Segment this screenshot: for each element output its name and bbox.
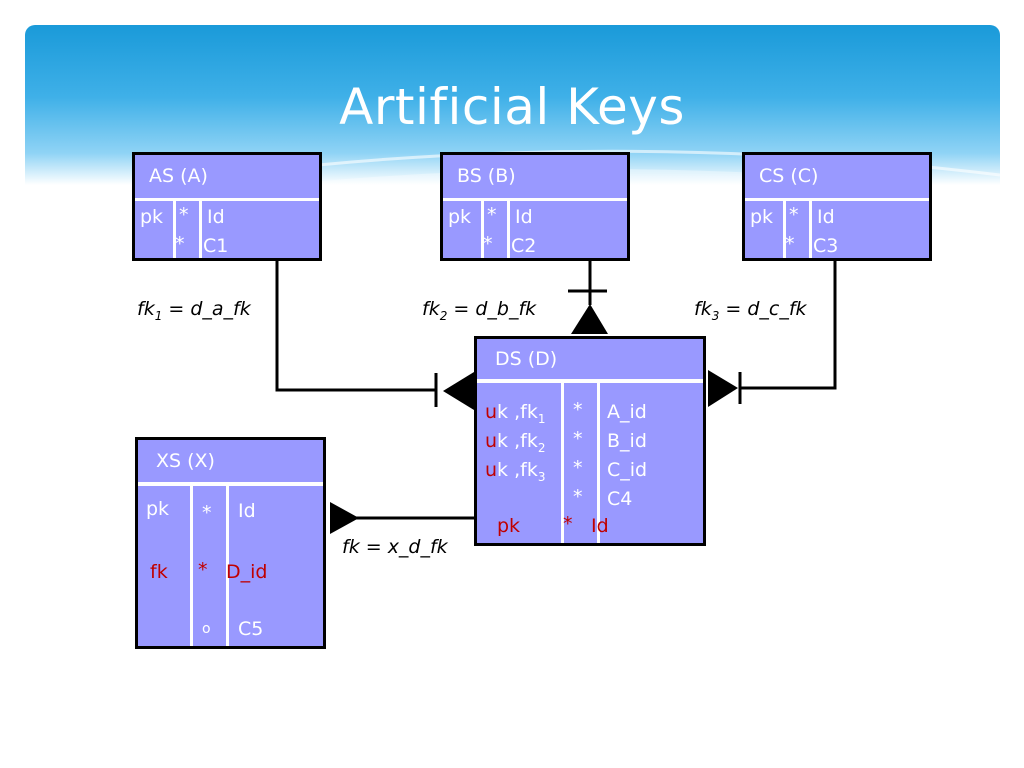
cell-attr: A_id bbox=[607, 401, 647, 423]
fkx-label: fk = x_d_fk bbox=[342, 536, 448, 558]
entity-bs: BS (B) pk * Id * C2 bbox=[440, 152, 630, 261]
column-divider bbox=[173, 201, 176, 258]
cell-mark: * bbox=[785, 233, 795, 255]
column-divider bbox=[783, 201, 786, 258]
cell-key: pk bbox=[750, 206, 774, 228]
cell-mark: * bbox=[789, 204, 799, 226]
column-divider bbox=[809, 201, 812, 258]
cell-mark: * bbox=[483, 233, 493, 255]
arrow-a bbox=[443, 372, 474, 410]
fk-rest: = d_a_fk bbox=[162, 298, 251, 320]
cell-key: pk bbox=[140, 206, 164, 228]
line-c-d bbox=[740, 259, 837, 390]
column-divider bbox=[507, 201, 510, 258]
fk2-label: fk2 = d_b_fk bbox=[422, 298, 536, 323]
arrow-b bbox=[571, 304, 608, 334]
cell-mark: * bbox=[563, 513, 573, 535]
cell-key: uk ,fk3 bbox=[485, 461, 545, 483]
fk-subscript: 3 bbox=[711, 308, 720, 323]
header-divider bbox=[443, 198, 627, 201]
cell-mark: * bbox=[573, 457, 583, 479]
cell-attr: Id bbox=[207, 206, 225, 228]
entity-cs: CS (C) pk * Id * C3 bbox=[742, 152, 932, 261]
column-divider bbox=[597, 383, 600, 543]
column-divider bbox=[190, 486, 193, 646]
entity-xs: XS (X) pk * Id fk * D_id o C5 bbox=[135, 437, 326, 649]
entity-name: BS (B) bbox=[457, 165, 516, 187]
cell-attr: D_id bbox=[226, 561, 268, 583]
entity-name: AS (A) bbox=[149, 165, 208, 187]
fk-text: fk bbox=[422, 298, 440, 320]
slide-title: Artificial Keys bbox=[339, 78, 685, 136]
entity-as: AS (A) pk * Id * C1 bbox=[132, 152, 322, 261]
cell-attr: C4 bbox=[607, 488, 633, 510]
header-divider bbox=[477, 379, 703, 383]
key-text: k ,fk bbox=[497, 401, 538, 423]
entity-name: DS (D) bbox=[495, 348, 558, 370]
cell-key: pk bbox=[497, 515, 521, 537]
key-text: k ,fk bbox=[497, 459, 538, 481]
cell-mark: * bbox=[179, 204, 189, 226]
fk-text: fk bbox=[137, 298, 155, 320]
cell-mark: * bbox=[198, 559, 208, 581]
cell-key: uk ,fk2 bbox=[485, 432, 545, 454]
key-subscript: 1 bbox=[537, 411, 546, 426]
line-a-d bbox=[275, 259, 436, 392]
header-divider bbox=[745, 198, 929, 201]
fk3-label: fk3 = d_c_fk bbox=[694, 298, 807, 323]
unique-marker: u bbox=[485, 401, 498, 423]
fk-subscript: 2 bbox=[439, 308, 448, 323]
unique-marker: u bbox=[485, 459, 498, 481]
cell-mark: * bbox=[573, 428, 583, 450]
column-divider bbox=[199, 201, 202, 258]
cell-attr: Id bbox=[591, 515, 609, 537]
unique-marker: u bbox=[485, 430, 498, 452]
entity-name: CS (C) bbox=[759, 165, 819, 187]
cell-attr: C_id bbox=[607, 459, 648, 481]
cell-mark: * bbox=[202, 502, 212, 524]
cell-mark: * bbox=[487, 204, 497, 226]
cell-attr: Id bbox=[817, 206, 835, 228]
fk-rest: = d_b_fk bbox=[447, 298, 537, 320]
fk-text: fk bbox=[694, 298, 712, 320]
cell-attr: C2 bbox=[511, 235, 537, 257]
header-divider bbox=[135, 198, 319, 201]
cell-mark: * bbox=[573, 486, 583, 508]
fk-rest: = d_c_fk bbox=[719, 298, 807, 320]
cell-key: fk bbox=[150, 561, 168, 583]
cell-mark: * bbox=[175, 233, 185, 255]
key-subscript: 2 bbox=[537, 440, 546, 455]
cell-key: uk ,fk1 bbox=[485, 403, 545, 425]
cell-mark: o bbox=[202, 621, 211, 637]
column-divider bbox=[226, 486, 229, 646]
column-divider bbox=[561, 383, 564, 543]
key-text: k ,fk bbox=[497, 430, 538, 452]
fk1-label: fk1 = d_a_fk bbox=[137, 298, 251, 323]
cell-attr: C1 bbox=[203, 235, 229, 257]
arrow-x bbox=[330, 502, 359, 534]
column-divider bbox=[481, 201, 484, 258]
cell-attr: B_id bbox=[607, 430, 647, 452]
fk-subscript: 1 bbox=[154, 308, 163, 323]
cell-attr: Id bbox=[515, 206, 533, 228]
entity-name: XS (X) bbox=[156, 450, 215, 472]
cell-attr: Id bbox=[238, 500, 256, 522]
cell-attr: C5 bbox=[238, 618, 264, 640]
entity-ds: DS (D) uk ,fk1 * A_id uk ,fk2 * B_id uk … bbox=[474, 336, 706, 546]
arrow-c bbox=[708, 370, 738, 407]
cell-attr: C3 bbox=[813, 235, 839, 257]
header-divider bbox=[138, 482, 323, 486]
cell-key: pk bbox=[146, 498, 170, 520]
cell-mark: * bbox=[573, 399, 583, 421]
cell-key: pk bbox=[448, 206, 472, 228]
key-subscript: 3 bbox=[537, 469, 546, 484]
